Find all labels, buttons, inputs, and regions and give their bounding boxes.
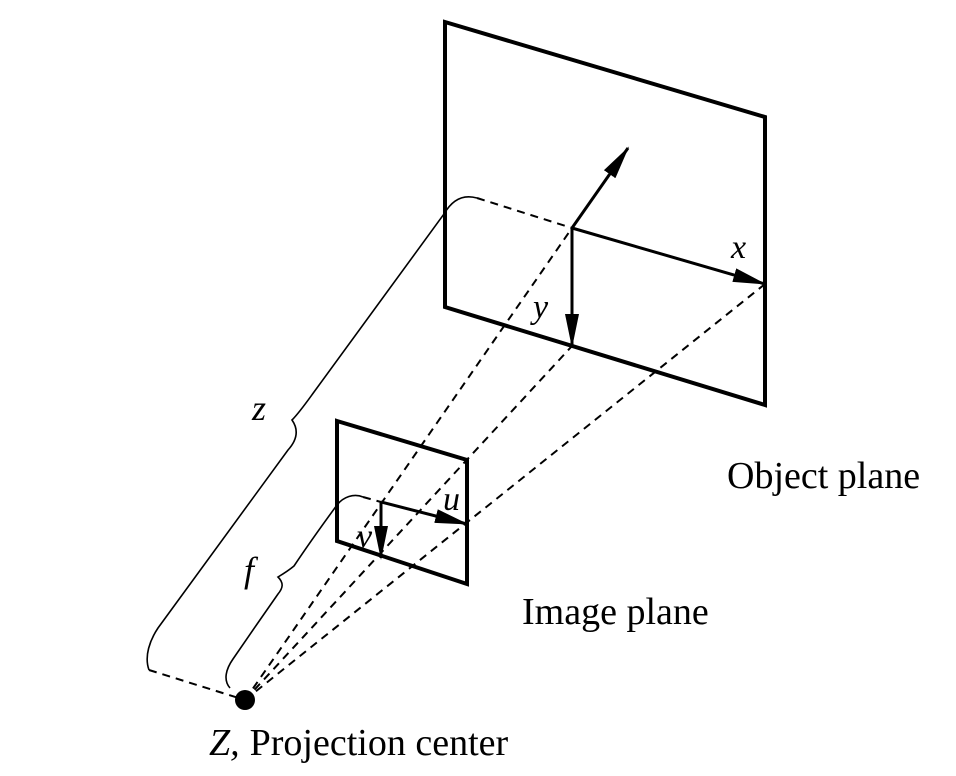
top-dashed-distance-line xyxy=(476,197,573,229)
f-distance-brace xyxy=(225,494,364,689)
object-normal-arrow xyxy=(570,146,630,229)
projection-center-text: Projection center xyxy=(250,722,509,764)
ray-to-object-center xyxy=(244,227,573,701)
ray-to-x-arrow-tip xyxy=(244,283,766,701)
ray-to-y-arrow-tip xyxy=(244,345,573,701)
projection-center-label: Z,Projection center xyxy=(209,722,508,764)
z-distance-brace xyxy=(146,196,478,671)
image-plane-label: Image plane xyxy=(522,591,709,633)
bottom-dashed-distance-line xyxy=(148,669,246,701)
image-plane-dashed-line xyxy=(362,496,382,503)
object-plane-label: Object plane xyxy=(727,455,920,497)
u-axis-label: u xyxy=(443,481,460,518)
projection-center-symbol: Z, xyxy=(209,722,240,764)
x-axis-label: x xyxy=(730,229,746,266)
z-distance-label: z xyxy=(251,388,266,428)
projection-rays xyxy=(148,197,766,701)
image-plane xyxy=(335,418,469,587)
object-plane xyxy=(443,19,767,408)
projection-center-point xyxy=(235,690,255,710)
u-axis-arrow xyxy=(380,500,469,526)
y-axis-label: y xyxy=(530,289,549,326)
f-distance-label: f xyxy=(244,550,259,590)
x-axis-arrow xyxy=(571,226,767,286)
v-axis-label: v xyxy=(357,518,373,555)
